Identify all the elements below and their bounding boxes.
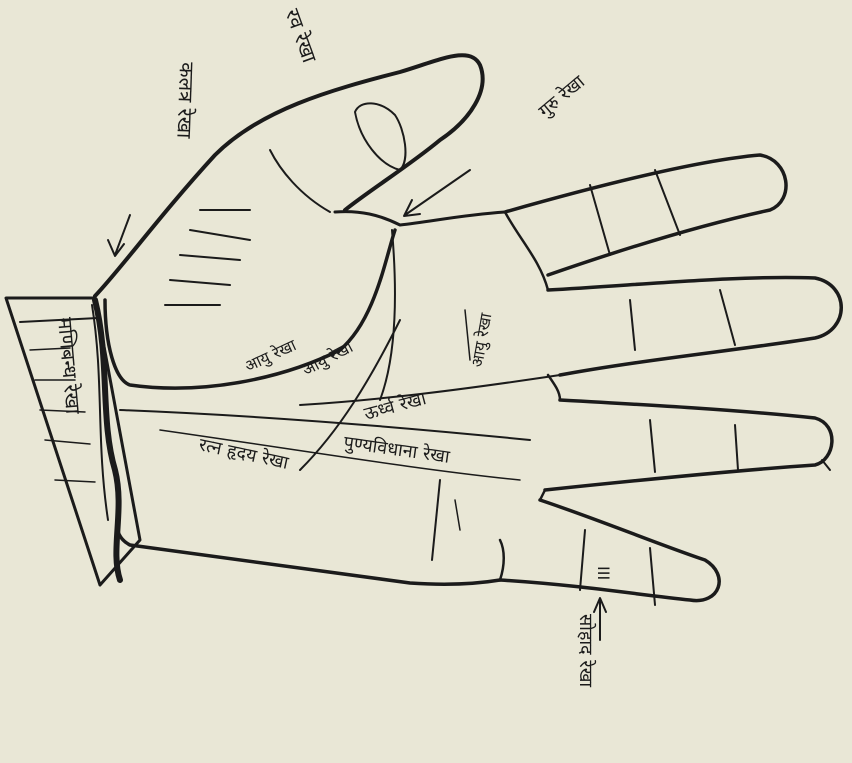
label-thumb-side: कलत्र रेखा [172, 62, 199, 140]
label-pinky-marks: III [594, 566, 613, 580]
label-pinky: सोहाद रेखा [575, 614, 597, 687]
